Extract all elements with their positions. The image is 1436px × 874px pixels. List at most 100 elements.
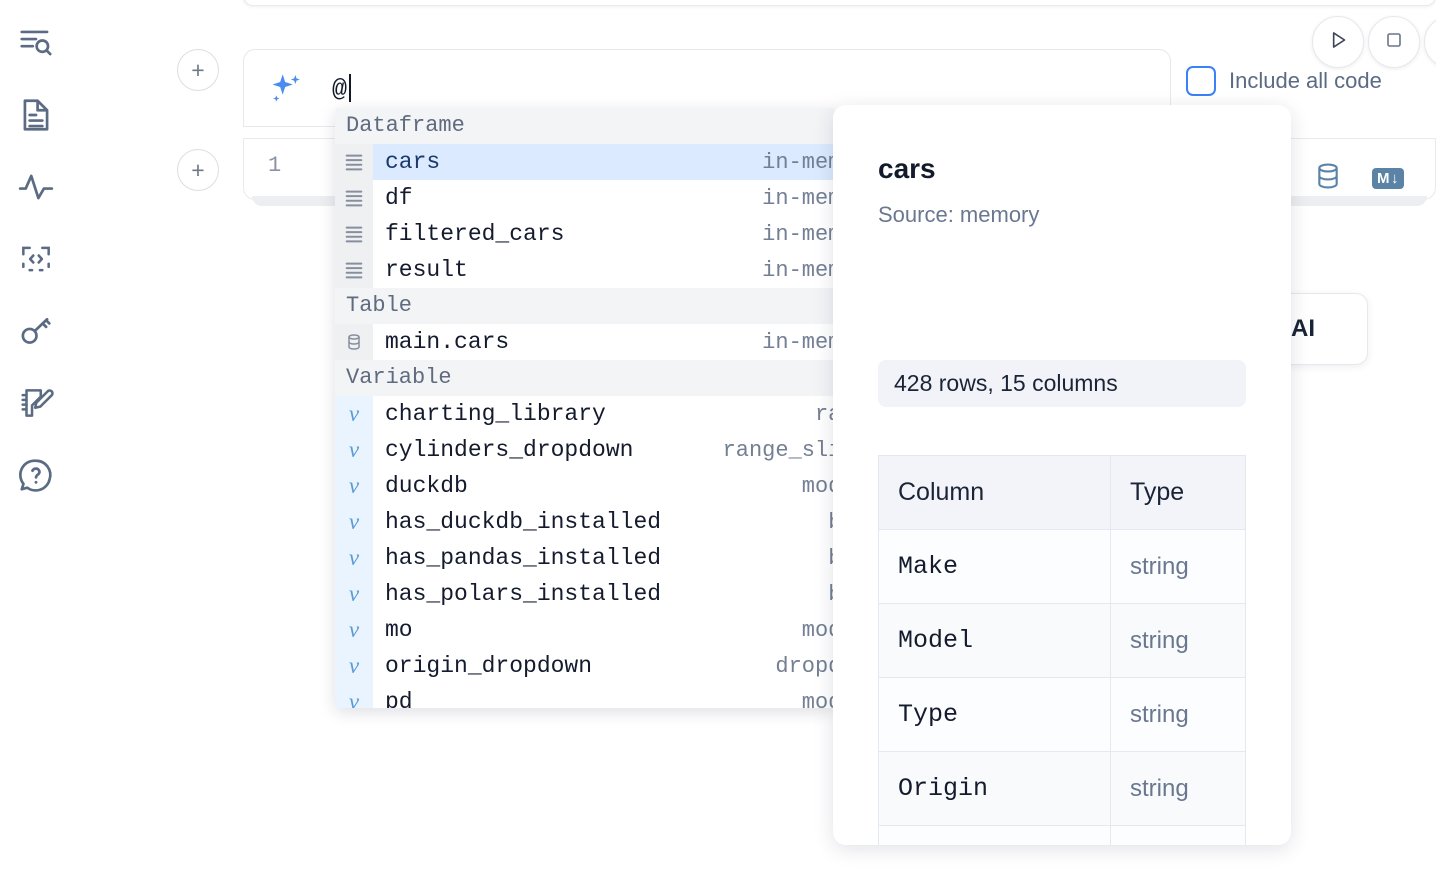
activity-pulse-icon bbox=[17, 168, 55, 206]
schema-column-name: Origin bbox=[878, 751, 1111, 826]
autocomplete-item-name: charting_library bbox=[385, 401, 606, 427]
schema-table-header: Column bbox=[878, 455, 1111, 530]
autocomplete-item-type: bool bbox=[828, 545, 835, 571]
more-button[interactable] bbox=[1424, 16, 1436, 68]
autocomplete-item-type: in-memory bbox=[762, 329, 835, 355]
schema-column-type-label: string bbox=[1130, 626, 1189, 654]
include-all-code-checkbox[interactable] bbox=[1186, 66, 1216, 96]
autocomplete-item-name: mo bbox=[385, 617, 413, 643]
autocomplete-item-type: module bbox=[801, 473, 835, 499]
outline-search-icon bbox=[17, 24, 55, 62]
schema-column-name-label: Type bbox=[898, 700, 959, 729]
autocomplete-item[interactable]: v cylinders_dropdown range_slider bbox=[335, 432, 835, 468]
list-lines-icon bbox=[335, 216, 373, 252]
schema-column-type: string bbox=[1110, 677, 1246, 752]
autocomplete-item-type: in-memory bbox=[762, 149, 835, 175]
variable-v-icon: v bbox=[335, 504, 373, 540]
add-cell-button-bottom[interactable]: + bbox=[177, 149, 219, 191]
variable-v-icon: v bbox=[335, 432, 373, 468]
autocomplete-item-name: filtered_cars bbox=[385, 221, 565, 247]
autocomplete-item[interactable]: filtered_cars in-memory bbox=[335, 216, 835, 252]
autocomplete-item-name: result bbox=[385, 257, 468, 283]
autocomplete-item-type: in-memory bbox=[762, 185, 835, 211]
sparkle-icon bbox=[266, 70, 306, 115]
sidebar-item-notebook[interactable] bbox=[12, 90, 60, 140]
schema-table-header-label: Type bbox=[1130, 478, 1185, 506]
variable-v-icon: v bbox=[335, 648, 373, 684]
stop-square-icon bbox=[1382, 28, 1406, 57]
autocomplete-item[interactable]: df in-memory bbox=[335, 180, 835, 216]
autocomplete-item[interactable]: v has_polars_installed bool bbox=[335, 576, 835, 612]
sidebar-item-explore[interactable] bbox=[12, 18, 60, 68]
schema-column-name-label: Make bbox=[898, 552, 959, 581]
autocomplete-item-type: bool bbox=[828, 509, 835, 535]
schema-column-type-label: string bbox=[1130, 552, 1189, 580]
autocomplete-item-name: cylinders_dropdown bbox=[385, 437, 634, 463]
variable-v-icon: v bbox=[335, 540, 373, 576]
autocomplete-item[interactable]: v has_pandas_installed bool bbox=[335, 540, 835, 576]
variable-v-icon: v bbox=[335, 684, 373, 708]
sidebar-item-snippets[interactable] bbox=[12, 234, 60, 284]
autocomplete-item-name: df bbox=[385, 185, 413, 211]
details-shape-badge: 428 rows, 15 columns bbox=[878, 360, 1246, 407]
autocomplete-item-type: module bbox=[801, 617, 835, 643]
sidebar-item-help[interactable] bbox=[12, 450, 60, 500]
sidebar-rail bbox=[0, 0, 72, 874]
autocomplete-dropdown[interactable]: Dataframecarsin-memorydfin-memoryfiltere… bbox=[335, 108, 835, 708]
sidebar-item-secrets[interactable] bbox=[12, 306, 60, 356]
include-all-code-row[interactable]: Include all code bbox=[1186, 66, 1382, 96]
autocomplete-item-type: in-memory bbox=[762, 257, 835, 283]
sidebar-item-scratchpad[interactable] bbox=[12, 378, 60, 428]
autocomplete-item-type: module bbox=[801, 689, 835, 709]
autocomplete-item-type: in-memory bbox=[762, 221, 835, 247]
variable-v-icon: v bbox=[335, 576, 373, 612]
autocomplete-item-type: radio bbox=[814, 401, 835, 427]
autocomplete-item[interactable]: vpdmodule bbox=[335, 684, 835, 708]
autocomplete-section-header: Variable bbox=[335, 360, 835, 396]
details-source: Source: memory bbox=[878, 202, 1040, 227]
document-icon bbox=[17, 96, 55, 134]
autocomplete-item-name: duckdb bbox=[385, 473, 468, 499]
sidebar-item-activity[interactable] bbox=[12, 162, 60, 212]
line-number: 1 bbox=[268, 153, 282, 178]
run-button[interactable] bbox=[1312, 16, 1364, 68]
schema-column-type: string bbox=[1110, 825, 1246, 845]
autocomplete-item-name: cars bbox=[385, 149, 441, 175]
play-triangle-icon bbox=[1325, 27, 1351, 58]
schema-column-type: string bbox=[1110, 529, 1246, 604]
autocomplete-item[interactable]: result in-memory bbox=[335, 252, 835, 288]
schema-column-type-label: string bbox=[1130, 700, 1189, 728]
add-cell-button-top[interactable]: + bbox=[177, 49, 219, 91]
autocomplete-item[interactable]: cars in-memory bbox=[335, 144, 835, 180]
markdown-down-icon[interactable]: M↓ bbox=[1372, 168, 1404, 189]
stop-button[interactable] bbox=[1368, 16, 1420, 68]
list-lines-icon bbox=[335, 144, 373, 180]
schema-column-name: Type bbox=[878, 677, 1111, 752]
chat-question-icon bbox=[17, 456, 55, 494]
variable-v-icon: v bbox=[335, 612, 373, 648]
schema-table-header: Type bbox=[1110, 455, 1246, 530]
autocomplete-section-header: Table bbox=[335, 288, 835, 324]
schema-column-name-label: Model bbox=[898, 626, 974, 655]
table-row: Model string bbox=[878, 603, 1246, 678]
key-icon bbox=[17, 312, 55, 350]
details-title: cars bbox=[878, 153, 936, 184]
schema-column-type: string bbox=[1110, 751, 1246, 826]
autocomplete-item[interactable]: vmo module bbox=[335, 612, 835, 648]
text-cursor bbox=[348, 74, 351, 102]
database-icon[interactable] bbox=[1312, 160, 1344, 197]
autocomplete-item-name: has_pandas_installed bbox=[385, 545, 662, 571]
ai-prompt-input[interactable]: @ bbox=[332, 74, 351, 104]
autocomplete-item-type: bool bbox=[828, 581, 835, 607]
list-lines-icon bbox=[335, 252, 373, 288]
autocomplete-item-type: range_slider bbox=[722, 437, 835, 463]
autocomplete-item-name: has_polars_installed bbox=[385, 581, 662, 607]
variable-v-icon: v bbox=[335, 468, 373, 504]
database-icon bbox=[335, 324, 373, 360]
